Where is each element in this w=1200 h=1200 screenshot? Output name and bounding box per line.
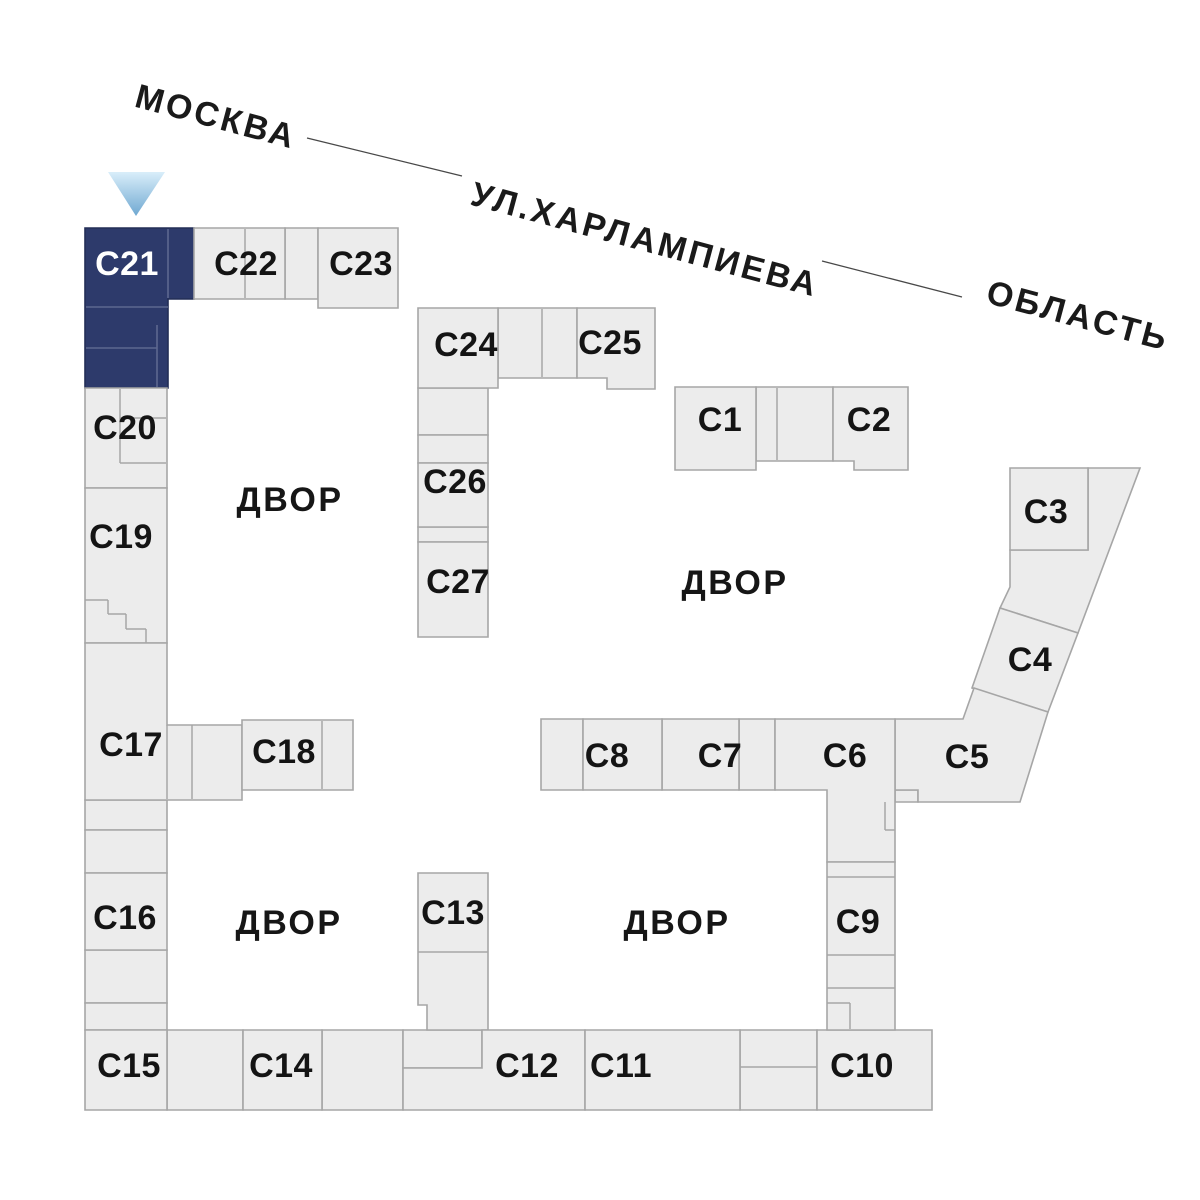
building-c18[interactable] (241, 719, 354, 791)
building-section (739, 1029, 818, 1111)
building-c1[interactable] (674, 386, 757, 471)
building-section (417, 434, 489, 464)
building-c10[interactable] (816, 1029, 933, 1111)
street-label-oblast: ОБЛАСТЬ (983, 273, 1174, 358)
courtyard-label-3: ДВОР (235, 904, 342, 942)
building-section (284, 227, 319, 300)
building-c6[interactable] (774, 718, 896, 863)
building-section (497, 307, 578, 379)
courtyard-label-4: ДВОР (623, 904, 730, 942)
selected-building-pointer-icon (108, 172, 165, 216)
building-c8[interactable] (582, 718, 663, 791)
building-section (84, 1002, 168, 1031)
building-section (402, 1029, 483, 1069)
building-c22[interactable] (193, 227, 286, 300)
building-c5[interactable] (894, 686, 1049, 803)
building-c7[interactable] (661, 718, 740, 791)
building-section (84, 829, 168, 874)
building-section (540, 718, 584, 791)
building-c9[interactable] (826, 861, 896, 1031)
building-section (417, 387, 489, 436)
building-c21[interactable] (84, 227, 195, 389)
courtyard-label-1: ДВОР (236, 481, 343, 519)
street-label-kharlampieva: УЛ.ХАРЛАМПИЕВА (467, 175, 823, 305)
street-line (306, 137, 463, 177)
building-c23[interactable] (317, 227, 399, 309)
building-c2[interactable] (832, 386, 909, 471)
building-c17[interactable] (84, 642, 243, 801)
inner-lines-layer (85, 229, 895, 1068)
street-label-moskva: МОСКВА (131, 77, 301, 157)
building-section (84, 949, 168, 1004)
building-section (755, 386, 834, 462)
building-section (321, 1029, 404, 1111)
building-section (738, 718, 776, 791)
buildings-layer (84, 227, 1089, 1111)
building-section (84, 799, 168, 831)
building-c15[interactable] (84, 1029, 168, 1111)
street-line (821, 260, 963, 298)
building-c25[interactable] (576, 307, 656, 390)
building-c3[interactable] (1009, 467, 1089, 551)
building-section (417, 526, 489, 543)
building-c26[interactable] (417, 462, 489, 528)
building-c24[interactable] (417, 307, 499, 389)
building-c14[interactable] (242, 1029, 323, 1111)
building-c11[interactable] (584, 1029, 741, 1111)
building-section (894, 789, 919, 803)
building-section (166, 1029, 244, 1111)
building-c27[interactable] (417, 541, 489, 638)
building-c20[interactable] (84, 387, 168, 489)
courtyard-label-2: ДВОР (681, 564, 788, 602)
building-c16[interactable] (84, 872, 168, 951)
